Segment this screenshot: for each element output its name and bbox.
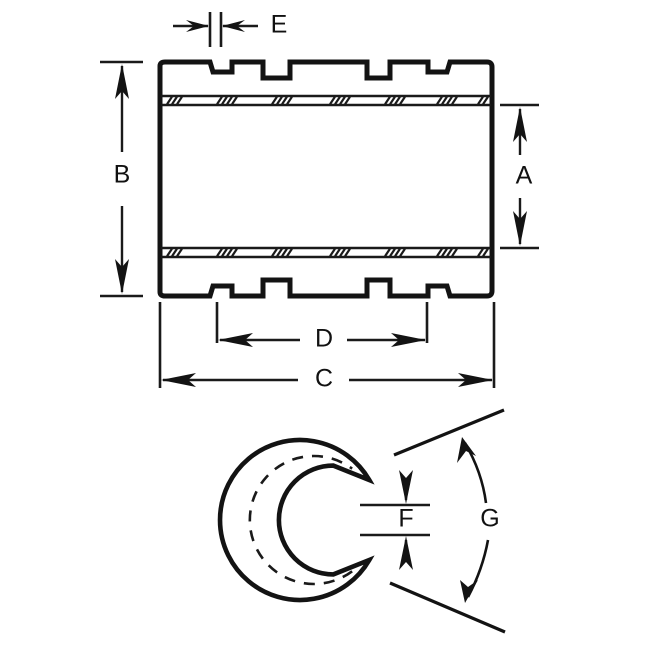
- dimension-A: A: [500, 103, 539, 250]
- dimension-D: D: [215, 302, 429, 353]
- cross-section-view: F G: [217, 408, 506, 634]
- dimension-label-C: C: [315, 365, 333, 393]
- dimension-label-D: D: [315, 325, 333, 353]
- upper-hatched-band: [161, 94, 491, 107]
- dimension-C: C: [158, 302, 496, 393]
- dimension-G: G: [389, 408, 506, 634]
- dimension-B: B: [100, 60, 143, 298]
- leader-line-lower: [389, 581, 506, 634]
- dimension-label-E: E: [271, 11, 288, 39]
- dimension-label-A: A: [516, 162, 533, 190]
- bearing-body-outline: [157, 59, 495, 299]
- dimension-label-B: B: [114, 161, 131, 189]
- side-elevation-view: E B A D: [100, 11, 539, 393]
- dimension-F: F: [360, 470, 430, 570]
- lower-hatched-band: [161, 246, 491, 259]
- leader-line-upper: [393, 408, 505, 457]
- pitch-circle-dashed: [248, 454, 353, 586]
- c-section-outline: [217, 437, 375, 603]
- dimension-label-G: G: [480, 505, 499, 533]
- dimension-label-F: F: [398, 505, 413, 533]
- dimension-E: E: [173, 11, 287, 47]
